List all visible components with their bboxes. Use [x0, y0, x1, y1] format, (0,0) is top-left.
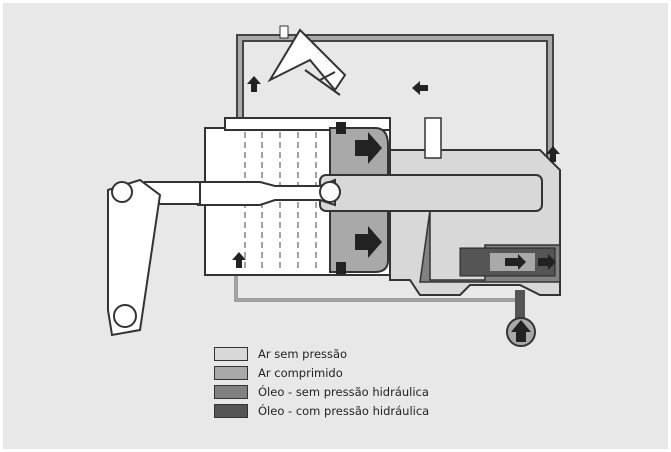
legend-swatch — [214, 365, 248, 380]
arrow-up-icon — [546, 146, 560, 162]
arrow-up-icon — [232, 252, 246, 268]
arrow-up-icon — [511, 320, 531, 342]
legend-label: Ar comprimido — [258, 365, 343, 380]
clutch-lever — [107, 178, 162, 337]
bleed-screw — [424, 117, 442, 159]
piston-shaft — [319, 174, 543, 212]
legend-label: Óleo - com pressão hidráulica — [258, 403, 430, 418]
arrow-icon — [355, 226, 382, 258]
legend: Ar sem pressão Ar comprimido Óleo - sem … — [214, 344, 429, 420]
legend-label: Óleo - sem pressão hidráulica — [258, 384, 429, 399]
pedal — [267, 25, 347, 96]
legend-swatch — [214, 384, 248, 399]
legend-item: Óleo - com pressão hidráulica — [214, 401, 429, 420]
arrow-left-icon — [412, 81, 428, 95]
legend-item: Ar sem pressão — [214, 344, 429, 363]
legend-swatch — [214, 403, 248, 418]
legend-item: Óleo - sem pressão hidráulica — [214, 382, 429, 401]
legend-swatch — [214, 346, 248, 361]
arrow-icon — [355, 132, 382, 164]
arrow-up-icon — [247, 76, 261, 92]
legend-item: Ar comprimido — [214, 363, 429, 382]
push-rod — [197, 178, 336, 207]
legend-label: Ar sem pressão — [258, 346, 348, 361]
